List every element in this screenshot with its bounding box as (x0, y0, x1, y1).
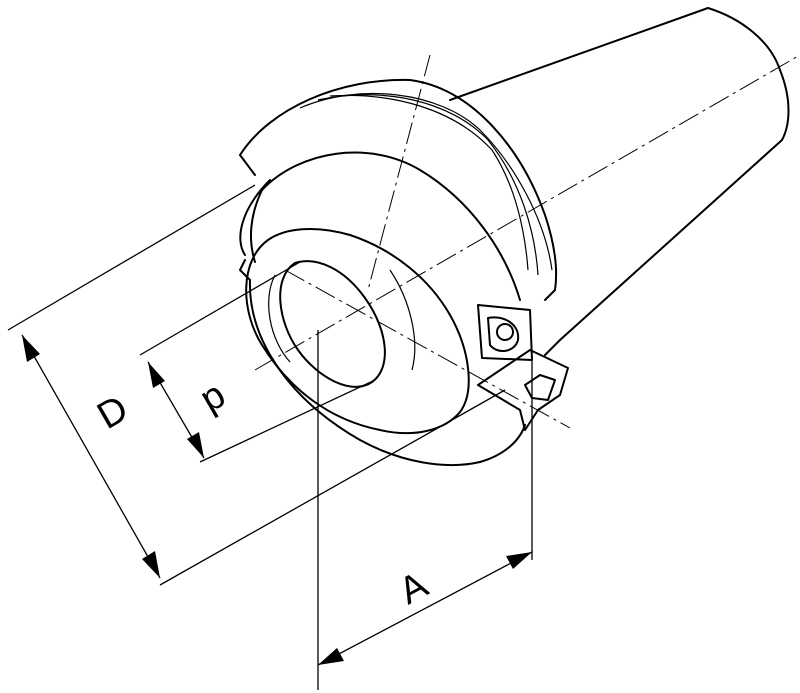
drive-key-upper (477, 304, 533, 361)
outer-diameter-label: D (91, 388, 136, 438)
center-lines (254, 54, 800, 429)
taper-shank (449, 7, 790, 356)
dimension-length: A (317, 551, 533, 666)
dimension-bore-diameter: d (147, 361, 235, 459)
length-label: A (393, 564, 436, 613)
drive-key-lower (477, 349, 569, 431)
flange (239, 78, 558, 301)
front-face (239, 179, 526, 467)
dimension-outer-diameter: D (21, 334, 161, 579)
bore-diameter-label: d (195, 377, 234, 424)
extension-lines (7, 184, 533, 690)
nose-boss (245, 227, 470, 435)
